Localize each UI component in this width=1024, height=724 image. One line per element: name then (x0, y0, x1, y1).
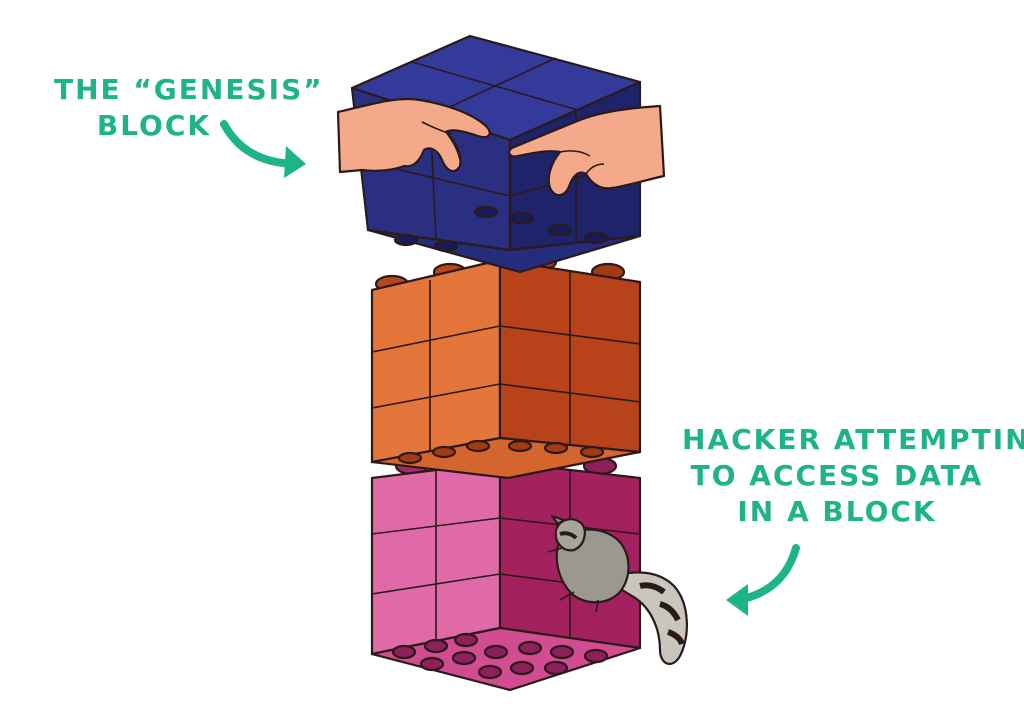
genesis-block-annotation: THE “GENESIS” BLOCK (54, 72, 324, 144)
middle-block-left-face (370, 258, 502, 464)
hacker-annotation-line-3: IN A BLOCK (737, 495, 937, 528)
genesis-annotation-line-2: BLOCK (96, 109, 212, 142)
right-hand (508, 104, 666, 197)
middle-block-underside (370, 436, 642, 480)
hacker-annotation-line-2: TO ACCESS DATA (690, 459, 984, 492)
left-hand (336, 97, 491, 174)
hacker-arrow (726, 544, 800, 616)
middle-block (370, 228, 642, 480)
genesis-block-underside (366, 228, 642, 274)
raccoon-hacker (547, 514, 688, 666)
raccoon-tail (604, 571, 688, 666)
hacker-annotation-line-1: HACKER ATTEMPTING (682, 423, 1024, 456)
hacker-annotation: HACKER ATTEMPTING TO ACCESS DATA IN A BL… (682, 422, 1024, 530)
genesis-annotation-line-1: THE “GENESIS” (54, 73, 324, 106)
middle-block-holes (397, 439, 605, 465)
genesis-block-holes (393, 205, 609, 253)
genesis-arrow (220, 120, 306, 178)
bottom-block-holes (391, 632, 609, 680)
